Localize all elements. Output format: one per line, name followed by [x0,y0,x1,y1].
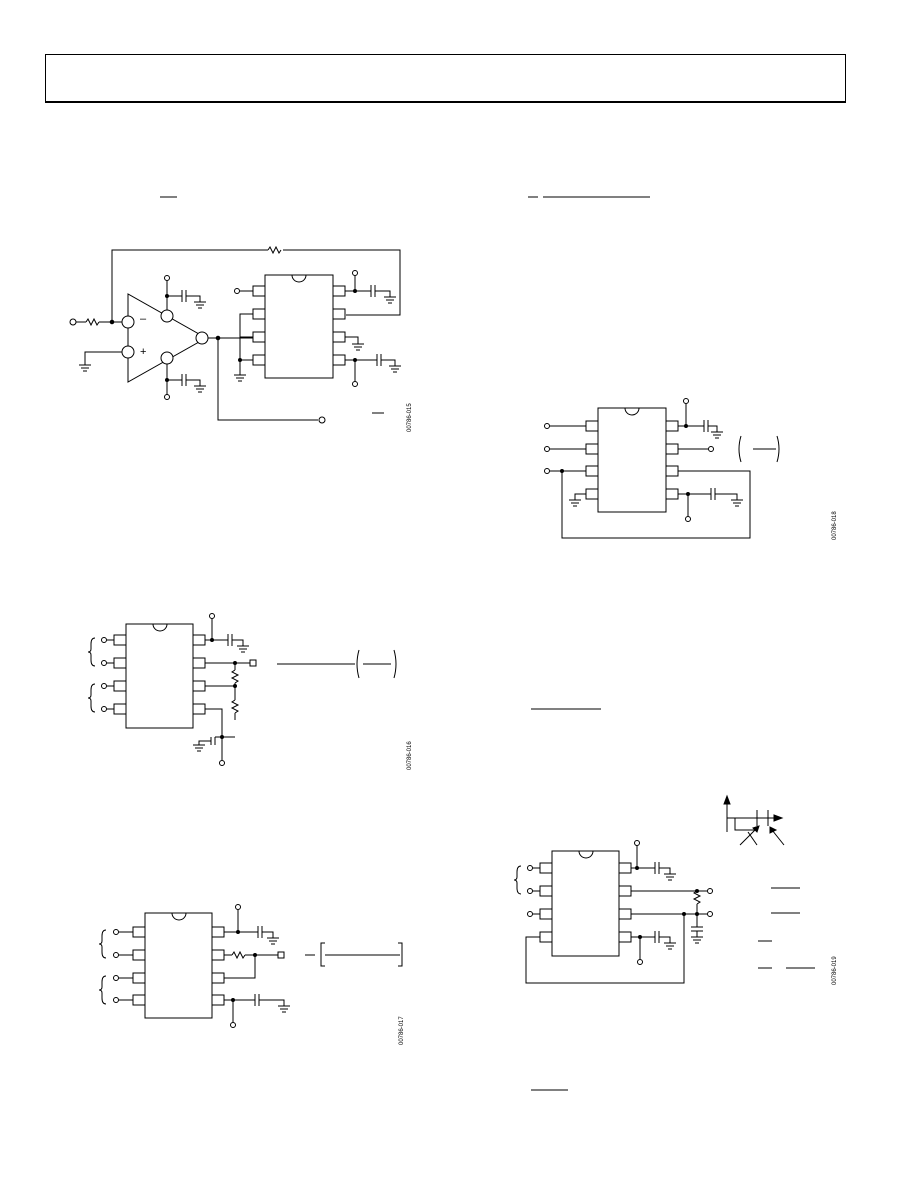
page-header-frame [45,54,846,103]
figure-3-schematic: 00786-017 [98,904,405,1045]
figure-2-code: 00786-016 [407,741,413,770]
figure-5-code: 00786-019 [832,956,838,985]
figure-5-schematic: 00786-019 [513,794,838,985]
amp-plus-sign: + [140,346,146,358]
amp-minus-sign: – [140,313,147,325]
figure-4-code: 00786-018 [832,511,838,540]
figure-2-schematic: 00786-016 [87,613,413,770]
figure-1-code: 00786-015 [407,403,413,432]
figure-1-schematic: – + [69,245,413,432]
figure-3-code: 00786-017 [399,1016,405,1045]
figure-4-schematic: 00786-018 [544,398,838,540]
